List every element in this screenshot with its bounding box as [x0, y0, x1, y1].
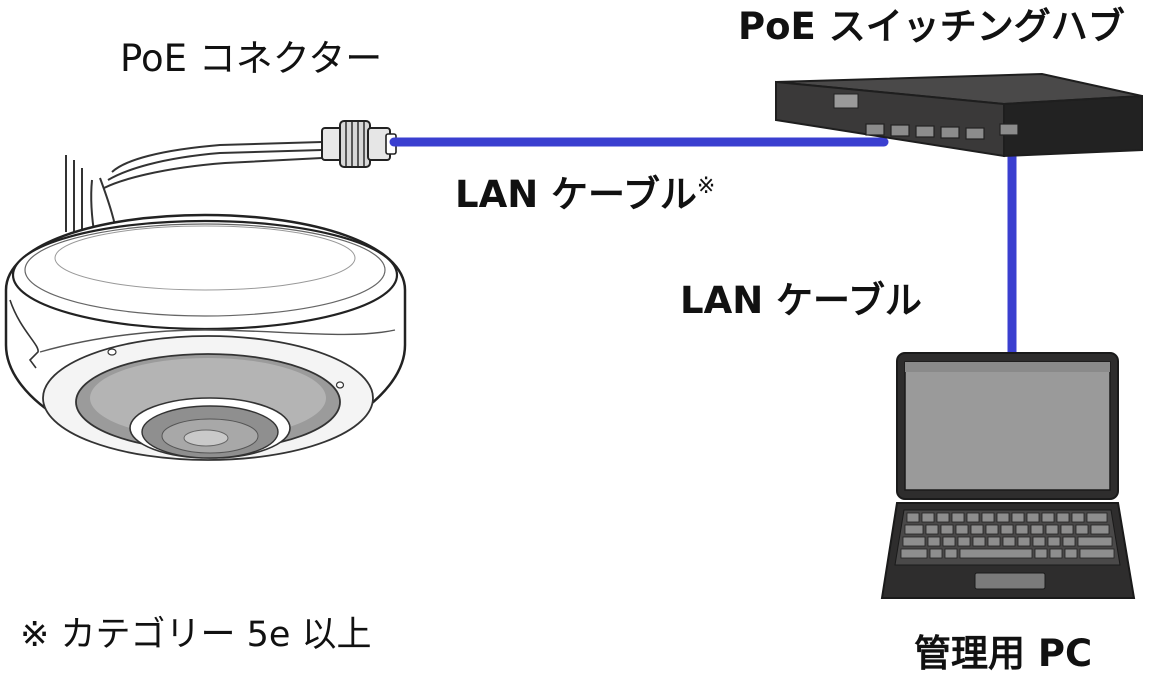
- network-switch-icon: [775, 72, 1143, 158]
- laptop-icon: [880, 352, 1136, 599]
- lan-cable-label-1: LAN ケーブル※: [455, 173, 716, 216]
- lan-cable-label-1-footnote-mark: ※: [696, 174, 716, 199]
- management-pc-label: 管理用 PC: [914, 632, 1093, 675]
- rj45-connector-icon: [321, 120, 397, 168]
- footnote-category: ※ カテゴリー 5e 以上: [20, 615, 372, 655]
- lan-cable-label-2: LAN ケーブル: [680, 279, 922, 322]
- poe-switch-label: PoE スイッチングハブ: [738, 5, 1125, 48]
- poe-connector-label: PoE コネクター: [120, 37, 383, 80]
- fisheye-dome-camera-icon: [4, 141, 407, 461]
- lan-cable-label-1-text: LAN ケーブル: [455, 173, 697, 216]
